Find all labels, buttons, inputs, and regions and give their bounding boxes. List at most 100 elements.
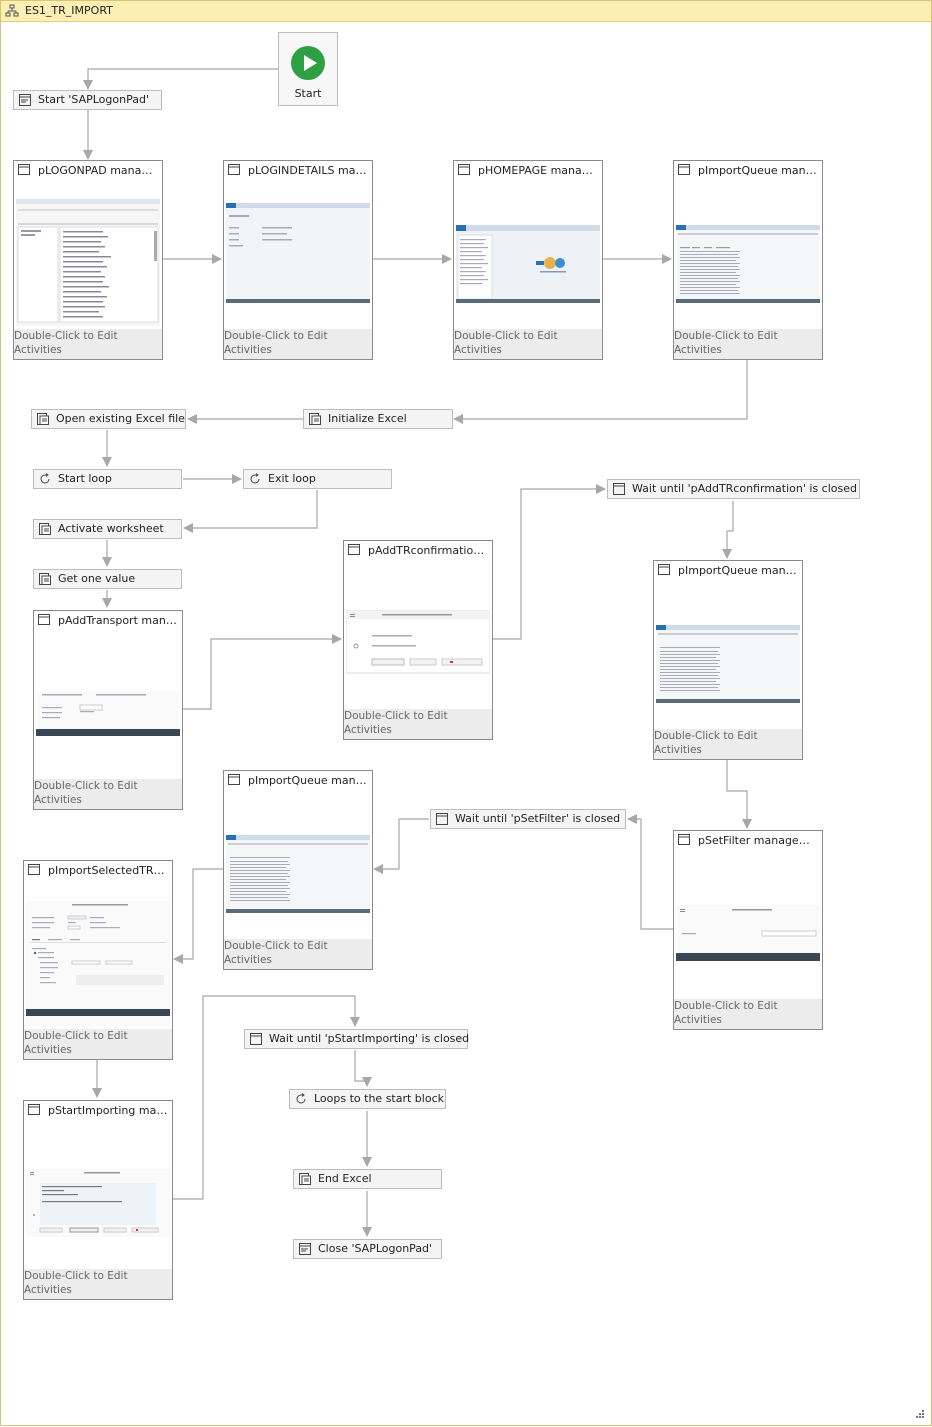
initialize-excel-activity[interactable]: Initialize Excel — [303, 409, 453, 429]
title-bar: ES1_TR_IMPORT — [1, 1, 931, 22]
activity-label: Start loop — [58, 472, 112, 485]
edit-hint: Double-Click to Edit Activities — [674, 999, 822, 1029]
window-icon — [348, 544, 360, 555]
window-block-title: pImportQueue mana… — [698, 164, 818, 177]
screenshot-thumbnail — [676, 905, 820, 961]
window-icon — [250, 1033, 262, 1045]
window-block-title: pStartImporting man… — [48, 1104, 168, 1117]
window-icon — [299, 1243, 311, 1255]
edit-hint: Double-Click to Edit Activities — [454, 329, 602, 359]
activity-label: Wait until 'pAddTRconfirmation' is close… — [632, 482, 857, 495]
loops-to-start-activity[interactable]: Loops to the start block — [289, 1089, 446, 1109]
edit-hint: Double-Click to Edit Activities — [14, 329, 162, 359]
window-block-title: pSetFilter managem… — [698, 834, 818, 847]
activity-label: Activate worksheet — [58, 522, 164, 535]
activity-label: Open existing Excel file — [56, 412, 185, 425]
window-block-importselectedtr[interactable]: pImportSelectedTR… Double-Click to Edit … — [23, 860, 173, 1060]
window-icon — [18, 164, 30, 175]
activity-label: Get one value — [58, 572, 136, 585]
screenshot-thumbnail — [676, 225, 820, 303]
window-block-importqueue[interactable]: pImportQueue mana… Double-Click to Edit … — [673, 160, 823, 360]
window-icon — [19, 94, 31, 106]
resize-grip-icon[interactable] — [915, 1409, 925, 1419]
end-excel-activity[interactable]: End Excel — [293, 1169, 442, 1189]
start-label: Start — [294, 87, 322, 100]
window-block-setfilter[interactable]: pSetFilter managem… Double-Click to Edit… — [673, 830, 823, 1030]
window-block-logindetails[interactable]: pLOGINDETAILS ma… Double-Click to Edit A… — [223, 160, 373, 360]
window-block-title: pLOGONPAD manag… — [38, 164, 158, 177]
start-loop-activity[interactable]: Start loop — [33, 469, 182, 489]
window-block-startimporting[interactable]: pStartImporting man… Double-Click to Edi… — [23, 1100, 173, 1300]
activity-label: Initialize Excel — [328, 412, 407, 425]
activity-label: Close 'SAPLogonPad' — [318, 1242, 433, 1255]
excel-icon — [39, 573, 51, 585]
screenshot-thumbnail — [226, 835, 370, 913]
hierarchy-icon — [5, 4, 19, 17]
window-block-addtransport[interactable]: pAddTransport man… Double-Click to Edit … — [33, 610, 183, 810]
activate-worksheet-activity[interactable]: Activate worksheet — [33, 519, 182, 539]
window-icon — [38, 614, 50, 625]
window-icon — [458, 164, 470, 175]
edit-hint: Double-Click to Edit Activities — [24, 1029, 172, 1059]
screenshot-thumbnail — [346, 610, 490, 674]
edit-hint: Double-Click to Edit Activities — [224, 939, 372, 969]
window-block-title: pHOMEPAGE manag… — [478, 164, 598, 177]
window-icon — [28, 864, 40, 875]
edit-hint: Double-Click to Edit Activities — [674, 329, 822, 359]
window-icon — [228, 164, 240, 175]
wait-setfilter-activity[interactable]: Wait until 'pSetFilter' is closed — [430, 809, 626, 829]
edit-hint: Double-Click to Edit Activities — [654, 729, 802, 759]
edit-hint: Double-Click to Edit Activities — [34, 779, 182, 809]
window-block-title: pImportQueue mana… — [678, 564, 798, 577]
window-block-addtrconfirmation[interactable]: pAddTRconfirmatio… Double-Click to Edit … — [343, 540, 493, 740]
start-saplogonpad-activity[interactable]: Start 'SAPLogonPad' — [13, 90, 162, 110]
activity-label: Wait until 'pStartImporting' is closed — [269, 1032, 470, 1045]
window-icon — [436, 813, 448, 825]
loop-icon — [296, 1093, 306, 1104]
screenshot-thumbnail — [26, 1169, 170, 1237]
window-block-importqueue-2[interactable]: pImportQueue mana… Double-Click to Edit … — [653, 560, 803, 760]
activity-label: Start 'SAPLogonPad' — [38, 93, 149, 106]
edit-hint: Double-Click to Edit Activities — [344, 709, 492, 739]
loop-icon — [40, 473, 50, 484]
activity-label: Exit loop — [268, 472, 316, 485]
window-block-title: pAddTransport man… — [58, 614, 177, 627]
window-icon — [678, 834, 690, 845]
window-block-title: pImportQueue mana… — [248, 774, 368, 787]
excel-icon — [37, 413, 49, 425]
activity-label: Wait until 'pSetFilter' is closed — [455, 812, 621, 825]
excel-icon — [39, 523, 51, 535]
excel-icon — [299, 1173, 311, 1185]
loop-icon — [250, 473, 260, 484]
screenshot-thumbnail — [226, 203, 370, 303]
screenshot-thumbnail — [16, 199, 160, 326]
excel-icon — [309, 413, 321, 425]
workflow-title: ES1_TR_IMPORT — [25, 4, 113, 17]
edit-hint: Double-Click to Edit Activities — [24, 1269, 172, 1299]
window-block-title: pImportSelectedTR… — [48, 864, 165, 877]
exit-loop-activity[interactable]: Exit loop — [243, 469, 392, 489]
edit-hint: Double-Click to Edit Activities — [224, 329, 372, 359]
window-icon — [658, 564, 670, 575]
close-saplogonpad-activity[interactable]: Close 'SAPLogonPad' — [293, 1239, 442, 1259]
window-block-title: pLOGINDETAILS ma… — [248, 164, 367, 177]
window-block-logonpad[interactable]: pLOGONPAD manag… Double-Click to Edit Ac… — [13, 160, 163, 360]
wait-startimporting-activity[interactable]: Wait until 'pStartImporting' is closed — [244, 1029, 470, 1049]
screenshot-thumbnail — [656, 625, 800, 703]
activity-label: End Excel — [318, 1172, 372, 1185]
wait-addtrconfirmation-activity[interactable]: Wait until 'pAddTRconfirmation' is close… — [607, 479, 860, 499]
window-block-homepage[interactable]: pHOMEPAGE manag… Double-Click to Edit Ac… — [453, 160, 603, 360]
screenshot-thumbnail — [26, 901, 170, 1026]
play-icon — [291, 46, 325, 80]
window-block-importqueue-3[interactable]: pImportQueue mana… Double-Click to Edit … — [223, 770, 373, 970]
window-icon — [28, 1104, 40, 1115]
window-block-title: pAddTRconfirmatio… — [368, 544, 485, 557]
activity-label: Loops to the start block — [314, 1092, 444, 1105]
window-icon — [613, 483, 625, 495]
open-excel-activity[interactable]: Open existing Excel file — [31, 409, 186, 429]
start-node[interactable]: Start — [278, 32, 338, 106]
screenshot-thumbnail — [456, 225, 600, 303]
get-one-value-activity[interactable]: Get one value — [33, 569, 182, 589]
